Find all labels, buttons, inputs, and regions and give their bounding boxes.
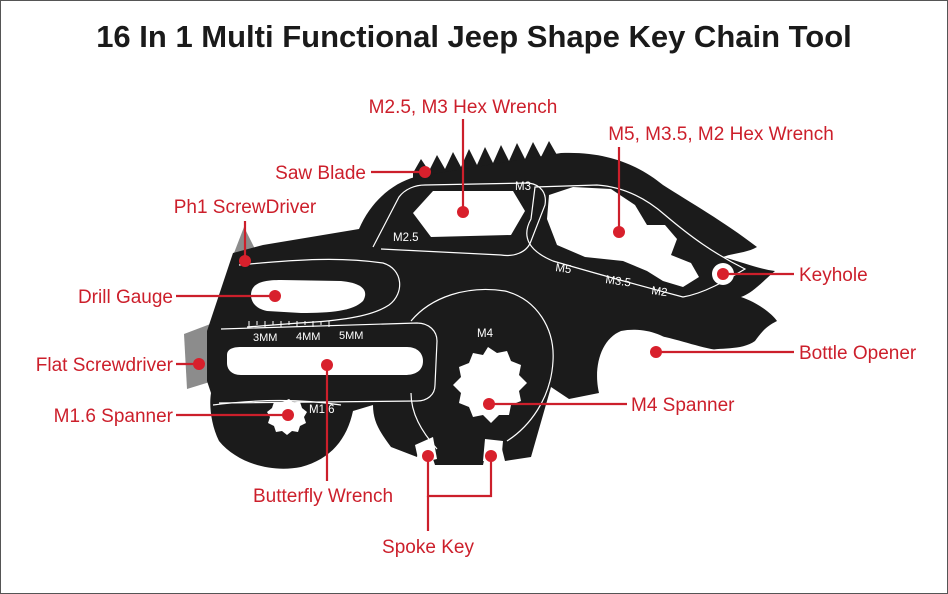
dot-m16 bbox=[282, 409, 294, 421]
dot-saw-blade bbox=[419, 166, 431, 178]
label-keyhole: Keyhole bbox=[799, 265, 868, 286]
dot-spoke-key-right bbox=[485, 450, 497, 462]
leader-spoke-key bbox=[426, 456, 493, 498]
labels: M2.5, M3 Hex Wrench M5, M3.5, M2 Hex Wre… bbox=[36, 97, 917, 558]
dot-flat-screwdriver bbox=[193, 358, 205, 370]
leaders bbox=[176, 119, 794, 531]
marking-m3: M3 bbox=[515, 181, 531, 193]
marking-m25: M2.5 bbox=[393, 232, 419, 244]
hex-hole-m5-m35-m2 bbox=[547, 187, 699, 287]
label-saw-blade: Saw Blade bbox=[275, 163, 366, 184]
label-bottle-opener: Bottle Opener bbox=[799, 343, 917, 364]
page-title: 16 In 1 Multi Functional Jeep Shape Key … bbox=[96, 19, 852, 54]
marking-m16: M1.6 bbox=[309, 404, 335, 416]
dot-hex-m5-m35-m2 bbox=[613, 226, 625, 238]
dot-ph1 bbox=[239, 255, 251, 267]
dot-m4 bbox=[483, 398, 495, 410]
flat-screwdriver-tip bbox=[184, 323, 213, 389]
dot-keyhole bbox=[717, 268, 729, 280]
marking-5mm: 5MM bbox=[339, 330, 363, 342]
label-drill-gauge: Drill Gauge bbox=[78, 287, 173, 308]
label-butterfly-wrench: Butterfly Wrench bbox=[253, 486, 393, 507]
ruler-ticks bbox=[248, 321, 330, 327]
label-flat-screwdriver: Flat Screwdriver bbox=[36, 355, 174, 376]
label-spoke-key: Spoke Key bbox=[382, 537, 474, 558]
dot-drill-gauge bbox=[269, 290, 281, 302]
dot-butterfly bbox=[321, 359, 333, 371]
label-m16-spanner: M1.6 Spanner bbox=[54, 406, 174, 427]
label-hex-m5-m35-m2: M5, M3.5, M2 Hex Wrench bbox=[608, 124, 834, 145]
drill-gauge-slot bbox=[251, 280, 366, 313]
label-ph1-screwdriver: Ph1 ScrewDriver bbox=[174, 197, 317, 218]
dot-spoke-key-left bbox=[422, 450, 434, 462]
dot-hex-m25-m3 bbox=[457, 206, 469, 218]
label-m4-spanner: M4 Spanner bbox=[631, 395, 735, 416]
tool-body: M3 M2.5 M5 M3.5 M2 3MM 4MM 5MM M4 M1.6 bbox=[184, 141, 777, 469]
marking-m4: M4 bbox=[477, 328, 494, 340]
marker-dots bbox=[193, 166, 729, 462]
saw-teeth bbox=[413, 141, 565, 181]
marking-m5: M5 bbox=[555, 262, 572, 276]
dot-bottle-opener bbox=[650, 346, 662, 358]
marking-4mm: 4MM bbox=[296, 331, 320, 343]
marking-m2: M2 bbox=[651, 285, 668, 299]
cutouts bbox=[227, 187, 734, 463]
marking-3mm: 3MM bbox=[253, 332, 277, 344]
marking-m35: M3.5 bbox=[605, 274, 632, 289]
bottle-opener-notch bbox=[605, 335, 731, 393]
hex-hole-m25-m3 bbox=[413, 191, 525, 237]
label-hex-m25-m3: M2.5, M3 Hex Wrench bbox=[369, 97, 558, 118]
